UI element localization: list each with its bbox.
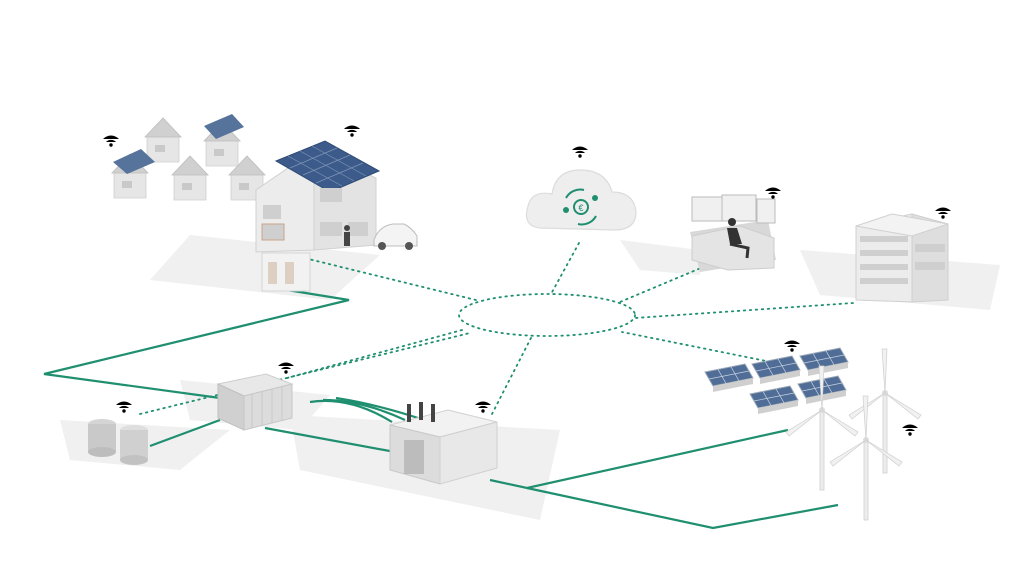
insulators-icon: [407, 402, 435, 422]
wifi-icon: [475, 401, 491, 413]
overhead-cable-1: [309, 399, 393, 423]
electric-car-icon: [373, 223, 418, 250]
communication-hub: [458, 293, 636, 337]
comm-link-office: [634, 302, 854, 319]
wifi-icon: [784, 340, 800, 352]
euro-exchange-icon: [565, 188, 597, 226]
power-line-battery-to-container: [149, 418, 221, 448]
comm-link-solar: [621, 331, 777, 364]
substation: [389, 402, 498, 485]
wifi-icon: [278, 362, 294, 374]
wifi-icon: [103, 135, 119, 147]
communication-network: [139, 242, 854, 415]
wifi-icon: [116, 401, 132, 413]
wifi-icon: [765, 187, 781, 199]
person-icon: [344, 225, 350, 246]
comm-link-container: [286, 329, 463, 379]
wifi-icon: [572, 146, 588, 158]
control-center: [690, 194, 776, 272]
office-building: [855, 213, 949, 303]
home-with-solar: [255, 140, 418, 292]
storage-container: [216, 373, 294, 431]
wind-park: [785, 348, 922, 521]
battery-storage: [88, 419, 148, 465]
power-line-substation-to-wind-lower: [526, 486, 839, 530]
power-line-container-to-substation: [264, 426, 396, 454]
house-cluster: [111, 114, 266, 201]
solar-park: [704, 347, 849, 415]
overhead-cable-2: [322, 398, 406, 421]
operator-icon: [727, 218, 750, 259]
wifi-icon: [935, 207, 951, 219]
power-line-home-to-container: [43, 288, 350, 400]
wifi-icon: [344, 125, 360, 137]
svg-text:€: €: [578, 203, 583, 213]
comm-link-batteries: [139, 332, 471, 415]
comm-link-cloud: [550, 242, 580, 295]
comm-link-substation: [491, 335, 533, 415]
cloud-market: €: [525, 169, 637, 231]
wifi-icon: [902, 424, 918, 436]
